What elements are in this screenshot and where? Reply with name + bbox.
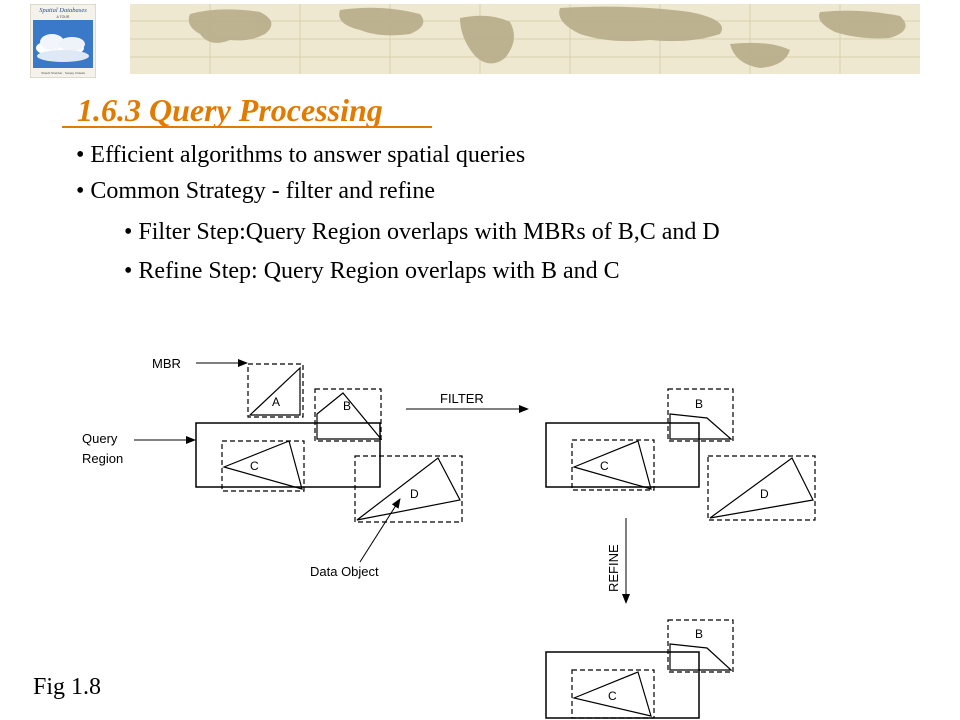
filtered-query-region-rect xyxy=(545,422,700,488)
refine-label: REFINE xyxy=(606,544,621,592)
object-a-label: A xyxy=(272,395,280,409)
filtered-object-c xyxy=(572,440,652,490)
object-c-label: C xyxy=(250,459,259,473)
page-title: 1.6.3 Query Processing xyxy=(77,92,383,128)
mbr-c xyxy=(221,440,305,492)
panel-filtered xyxy=(545,388,816,521)
figure-label: Fig 1.8 xyxy=(33,674,102,700)
object-a xyxy=(248,366,301,416)
mbr-a xyxy=(247,363,304,418)
mbr-d xyxy=(354,455,463,523)
object-c xyxy=(222,440,303,490)
title-underline xyxy=(62,126,432,128)
refined-mbr-b xyxy=(667,619,734,673)
region-label: Region xyxy=(82,451,123,466)
data-object-label: Data Object xyxy=(310,564,379,579)
bullet-item-3: • Filter Step:Query Region overlaps with… xyxy=(124,219,720,245)
query-label: Query xyxy=(82,431,118,446)
book-title: Spatial Databases xyxy=(39,7,87,14)
bullet-item-2: • Common Strategy - filter and refine xyxy=(76,178,435,204)
panel-original xyxy=(134,359,463,563)
refined-object-c-label: C xyxy=(608,689,617,703)
book-cover: Spatial Databases A TOUR Shashi Shekhar … xyxy=(30,4,96,78)
bullet-list: • Efficient algorithms to answer spatial… xyxy=(0,0,960,300)
refined-object-b-label: B xyxy=(695,627,703,641)
filtered-object-b-label: B xyxy=(695,397,703,411)
bullet-item-1: • Efficient algorithms to answer spatial… xyxy=(76,142,526,168)
mbr-b xyxy=(314,388,382,442)
refined-mbr-c xyxy=(571,669,655,719)
refined-object-b xyxy=(669,643,733,671)
filtered-object-d-label: D xyxy=(760,487,769,501)
mbr-label: MBR xyxy=(152,356,181,371)
header-banner: Spatial Databases A TOUR Shashi Shekhar … xyxy=(0,0,960,80)
object-b-label: B xyxy=(343,399,351,413)
bullet-item-4: • Refine Step: Query Region overlaps wit… xyxy=(124,258,620,284)
data-object-arrow xyxy=(359,498,401,563)
filter-label: FILTER xyxy=(440,391,484,406)
object-b xyxy=(316,392,383,440)
object-d xyxy=(356,457,461,521)
book-authors: Shashi Shekhar · Sanjay Chawla xyxy=(41,71,85,75)
world-map-banner-icon xyxy=(130,4,920,74)
refined-object-c xyxy=(572,671,652,717)
filtered-object-c-label: C xyxy=(600,459,609,473)
query-region-rect xyxy=(195,422,381,488)
filtered-mbr-c xyxy=(571,439,655,491)
refined-query-region-rect xyxy=(545,651,700,719)
filtered-mbr-b xyxy=(667,388,734,442)
filtered-mbr-d xyxy=(707,455,816,521)
object-d-label: D xyxy=(410,487,419,501)
filtered-object-b xyxy=(669,413,733,440)
book-subtitle: A TOUR xyxy=(57,15,70,19)
filtered-object-d xyxy=(709,457,814,519)
panel-refined xyxy=(545,619,734,719)
